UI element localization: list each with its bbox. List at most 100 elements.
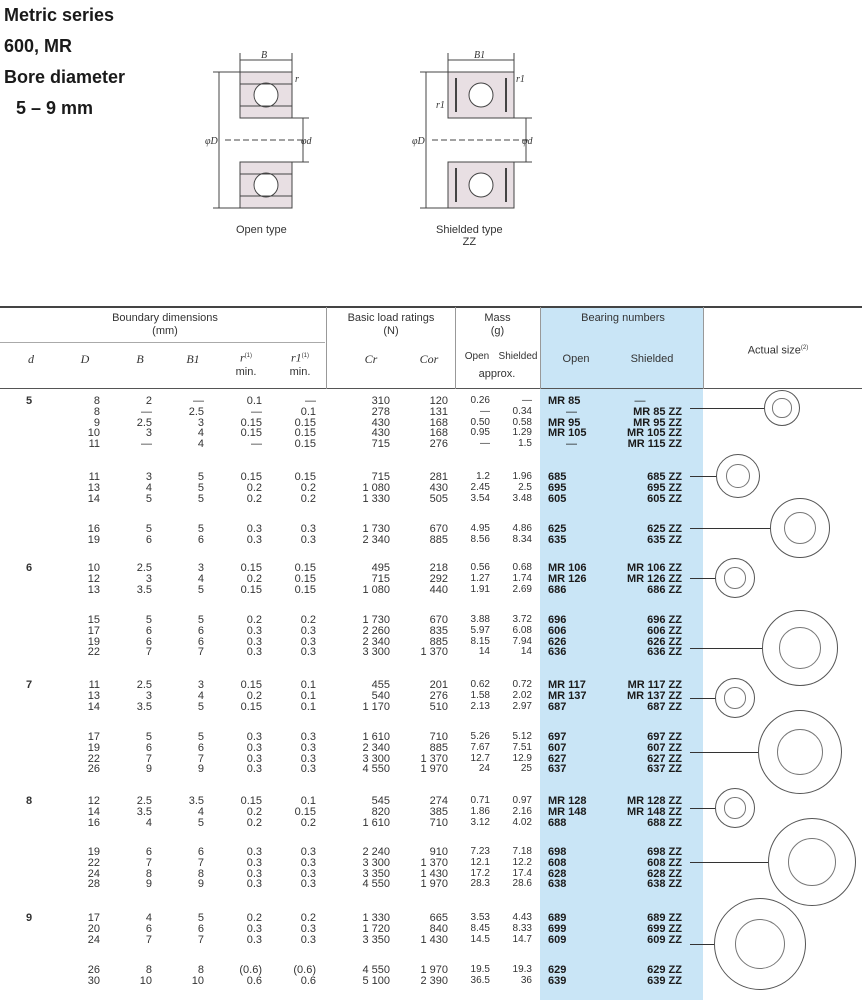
bearing-numbers-highlight <box>540 307 703 1000</box>
cell-r: 0.3 <box>246 635 262 648</box>
label-B1: B1 <box>474 50 485 61</box>
cell-r: 0.1 <box>246 395 262 407</box>
cell-B: 7 <box>145 646 152 659</box>
cell-cor: 120 <box>429 395 448 407</box>
cell-bearing-open: MR 148 <box>548 805 587 818</box>
cell-B1: 6 <box>197 624 204 637</box>
cell-mass-open: — <box>480 405 490 417</box>
bearing-actual-size-icon <box>715 678 755 718</box>
cell-cr: 1 730 <box>362 614 390 626</box>
cell-r: 0.3 <box>246 741 262 754</box>
cell-bearing-shielded: MR 85 ZZ <box>633 405 682 418</box>
cell-r: 0.15 <box>240 700 262 713</box>
cell-bearing-shielded: 639 ZZ <box>647 974 682 987</box>
cell-r1: 0.1 <box>300 689 316 702</box>
cell-mass-open: 8.56 <box>470 533 490 545</box>
cell-r: 0.3 <box>246 878 262 891</box>
cell-bearing-open: 688 <box>548 816 567 829</box>
cell-cor: 1 970 <box>420 878 448 891</box>
col-B: B <box>136 352 144 366</box>
cell-mass-open: 7.23 <box>470 846 490 857</box>
cell-D: 8 <box>93 395 100 407</box>
cell-D: 19 <box>87 635 100 648</box>
cell-D: 11 <box>88 471 100 483</box>
cell-mass-shielded: 1.5 <box>518 438 532 450</box>
cell-r1: 0.6 <box>300 974 316 987</box>
col-cr: Cr <box>364 352 378 366</box>
cell-r: 0.2 <box>246 614 262 626</box>
size-leader-line <box>690 408 782 409</box>
cell-bearing-open: MR 95 <box>548 416 581 429</box>
cell-D: 14 <box>87 492 100 505</box>
cell-bearing-shielded: MR 137 ZZ <box>626 689 682 702</box>
cell-d: 9 <box>26 912 33 924</box>
cell-B: 3.5 <box>136 700 152 713</box>
cell-mass-shielded: 3.48 <box>512 492 532 504</box>
col-mass-approx: approx. <box>478 368 516 380</box>
cell-r1: 0.15 <box>294 562 316 574</box>
cell-mass-shielded: 0.97 <box>512 795 532 806</box>
divider-2 <box>455 307 456 389</box>
cell-r: 0.15 <box>240 795 262 807</box>
cell-cor: 670 <box>429 523 448 535</box>
cell-bearing-open: 638 <box>548 878 567 891</box>
cell-r: 0.2 <box>246 689 262 702</box>
cell-mass-shielded: 2.16 <box>512 805 532 817</box>
title-line-series: Metric series <box>4 5 115 25</box>
cell-r: 0.15 <box>240 427 262 440</box>
cell-cor: 168 <box>429 416 448 429</box>
cell-r1: 0.2 <box>300 492 316 505</box>
col-D: D <box>80 352 90 366</box>
col-B1: B1 <box>186 352 200 366</box>
cell-mass-open: 1.91 <box>470 583 490 595</box>
cell-mass-shielded: 1.96 <box>512 471 532 482</box>
cell-D: 30 <box>87 974 100 987</box>
cell-cor: 218 <box>429 562 448 574</box>
col-r1-min: min. <box>289 365 311 378</box>
cell-B: 5 <box>145 523 152 535</box>
cell-mass-shielded: 5.12 <box>512 731 532 742</box>
cell-cor: 430 <box>429 481 448 494</box>
cell-bearing-shielded: MR 115 ZZ <box>627 438 682 451</box>
cell-cor: 885 <box>429 635 448 648</box>
cell-D: 9 <box>93 416 100 429</box>
cell-mass-shielded: 0.58 <box>512 416 532 428</box>
cell-r: 0.3 <box>246 523 262 535</box>
cell-cr: 1 610 <box>362 816 390 829</box>
cell-cr: 545 <box>371 795 390 807</box>
cell-cor: 385 <box>429 805 448 818</box>
cell-bearing-open: 687 <box>548 700 567 713</box>
cell-B: — <box>141 405 152 418</box>
cell-cor: 885 <box>429 533 448 546</box>
cell-r1: 0.3 <box>300 646 316 659</box>
size-leader-line <box>690 808 735 809</box>
cell-cor: 710 <box>429 731 448 743</box>
cell-B: 5 <box>145 731 152 743</box>
cell-bearing-shielded: — <box>634 395 646 407</box>
cell-cor: 2 390 <box>420 974 448 987</box>
cell-r1: 0.15 <box>294 805 316 818</box>
cell-mass-open: 2.45 <box>470 481 490 493</box>
cell-r1: 0.2 <box>300 912 316 924</box>
size-leader-line <box>690 476 738 477</box>
cell-cor: 1 430 <box>420 867 448 880</box>
cell-r1: 0.15 <box>294 471 316 483</box>
col-r-min: min. <box>235 365 257 378</box>
cell-mass-open: 3.54 <box>470 492 490 504</box>
cell-D: 22 <box>87 646 100 659</box>
size-leader-line <box>690 752 800 753</box>
cell-r: — <box>251 405 262 418</box>
cell-bearing-open: 695 <box>548 481 567 494</box>
cell-bearing-shielded: 605 ZZ <box>647 492 682 505</box>
cell-mass-shielded: 14.7 <box>512 933 532 945</box>
cell-mass-shielded: 8.33 <box>512 922 532 934</box>
cell-bearing-open: 689 <box>548 912 567 924</box>
cell-D: 10 <box>87 562 100 574</box>
